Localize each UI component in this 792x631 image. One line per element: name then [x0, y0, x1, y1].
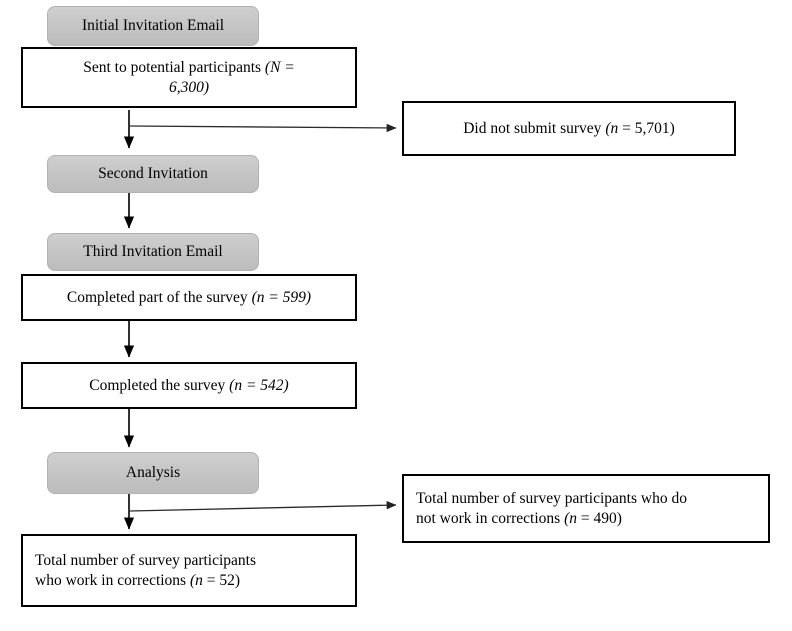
- node-label-second-invitation: Second Invitation: [98, 165, 208, 183]
- node-label-completed-the-survey: Completed the survey (n = 542): [81, 376, 296, 396]
- sent-line-plain: Sent to potential participants: [83, 58, 265, 76]
- node-completed-part-of-survey[interactable]: Completed part of the survey (n = 599): [21, 274, 357, 321]
- completed-part-italic: (n = 599): [251, 288, 312, 306]
- connector-sent-to-did-not-submit: [129, 123, 397, 133]
- completed-survey-italic: (n = 542): [229, 376, 289, 394]
- node-completed-the-survey[interactable]: Completed the survey (n = 542): [21, 362, 357, 409]
- corrections-line2: who work in corrections: [35, 571, 190, 589]
- sent-line-italic: (N =: [264, 58, 295, 76]
- node-label-total-corrections: Total number of survey participants who …: [23, 551, 264, 591]
- node-initial-invitation-email[interactable]: Initial Invitation Email: [47, 6, 259, 46]
- corrections-italic: (n: [189, 571, 203, 589]
- sent-line2-italic: 6,300): [168, 78, 210, 96]
- completed-part-plain: Completed part of the survey: [66, 288, 252, 306]
- node-third-invitation-email[interactable]: Third Invitation Email: [47, 233, 259, 271]
- node-total-not-corrections[interactable]: Total number of survey participants who …: [402, 474, 770, 543]
- node-total-corrections[interactable]: Total number of survey participants who …: [21, 534, 357, 607]
- node-did-not-submit-survey[interactable]: Did not submit survey (n = 5,701): [402, 101, 736, 156]
- did-not-submit-italic: (n: [605, 119, 619, 137]
- node-analysis[interactable]: Analysis: [47, 452, 259, 494]
- node-label-did-not-submit-survey: Did not submit survey (n = 5,701): [455, 119, 683, 139]
- node-sent-to-potential-participants[interactable]: Sent to potential participants (N = 6,30…: [21, 47, 357, 108]
- corrections-line1: Total number of survey participants: [35, 551, 257, 569]
- did-not-submit-plain: Did not submit survey: [463, 119, 606, 137]
- node-second-invitation[interactable]: Second Invitation: [47, 155, 259, 193]
- not-corrections-tail: = 490): [577, 509, 622, 527]
- did-not-submit-tail: = 5,701): [618, 119, 675, 137]
- node-label-analysis: Analysis: [125, 464, 181, 482]
- not-corrections-line2: not work in corrections: [416, 509, 565, 527]
- not-corrections-plain: Total number of survey participants who …: [416, 489, 687, 507]
- node-label-total-not-corrections: Total number of survey participants who …: [404, 489, 695, 529]
- node-label-third-invitation-email: Third Invitation Email: [83, 243, 223, 261]
- node-label-initial-invitation-email: Initial Invitation Email: [81, 17, 225, 35]
- connector-analysis-to-not-corrections: [129, 501, 397, 512]
- completed-survey-plain: Completed the survey: [89, 376, 230, 394]
- corrections-tail: = 52): [202, 571, 241, 589]
- node-label-sent-to-potential-participants: Sent to potential participants (N = 6,30…: [75, 58, 303, 98]
- not-corrections-italic: (n: [564, 509, 577, 527]
- node-label-completed-part-of-survey: Completed part of the survey (n = 599): [59, 288, 319, 308]
